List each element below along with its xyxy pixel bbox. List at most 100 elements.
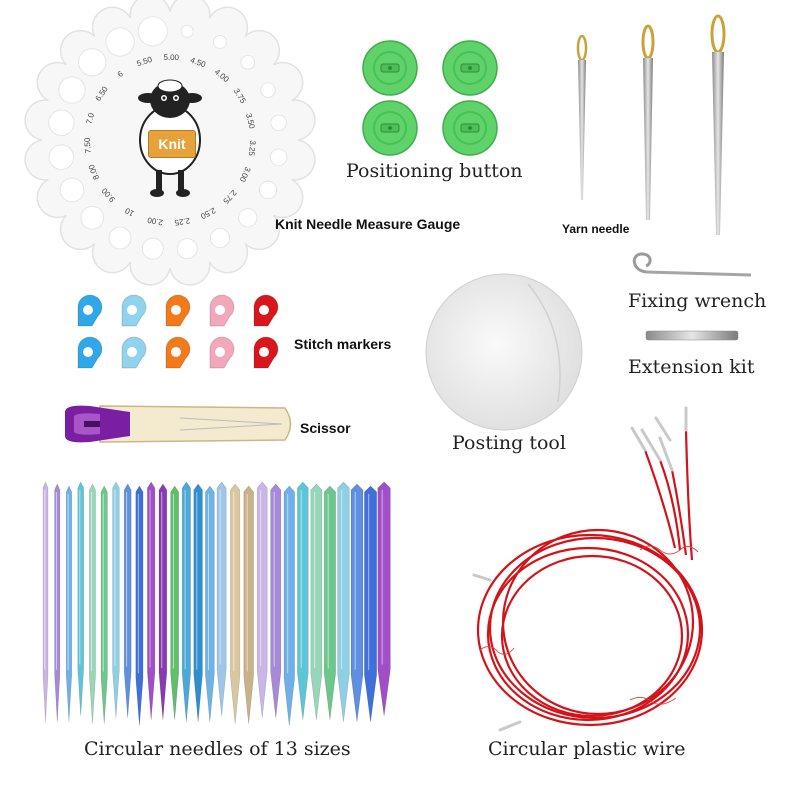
- gauge-size-label: 3.25: [247, 140, 258, 157]
- gauge-hole: [260, 82, 276, 98]
- gauge-size-label: 3.50: [244, 112, 256, 130]
- label-gauge: Knit Needle Measure Gauge: [275, 216, 461, 232]
- stitch-marker: [253, 336, 279, 369]
- stitch-marker: [121, 336, 147, 369]
- stitch-marker: [253, 294, 279, 327]
- gauge-hole: [48, 144, 75, 171]
- stitch-markers-art: [77, 294, 279, 369]
- gauge-hole: [58, 76, 86, 104]
- circular-needle: [364, 485, 377, 723]
- gauge-hole: [258, 180, 278, 200]
- circular-wire-art: [472, 406, 704, 732]
- circular-needle: [135, 485, 144, 727]
- stitch-marker: [165, 294, 191, 327]
- circular-needle: [283, 485, 295, 727]
- yarn-needle-medium: [641, 24, 655, 220]
- label-stitch-markers: Stitch markers: [294, 336, 392, 352]
- fixing-wrench: [626, 248, 756, 283]
- circular-needle: [65, 485, 73, 723]
- label-posting-tool: Posting tool: [452, 432, 566, 454]
- circular-needles: [35, 476, 391, 727]
- circular-needle: [337, 481, 350, 723]
- circular-needle: [100, 485, 108, 725]
- circular-wire: [460, 400, 730, 740]
- circular-needle: [270, 483, 282, 719]
- positioning-button: [442, 40, 498, 96]
- yarn-needle-large: [710, 14, 726, 235]
- gauge-hole: [212, 35, 227, 49]
- gauge-hole: [108, 226, 132, 250]
- stitch-marker: [209, 336, 235, 369]
- gauge-hole: [270, 114, 287, 132]
- circular-needle: [54, 483, 61, 723]
- circular-needle: [297, 481, 309, 721]
- yarn-needles: [560, 10, 740, 240]
- label-extension-kit: Extension kit: [628, 356, 755, 378]
- positioning-button: [442, 100, 498, 156]
- gauge-hole: [180, 24, 194, 38]
- positioning-button: [362, 40, 418, 96]
- label-circular-wire: Circular plastic wire: [488, 738, 686, 760]
- circular-needles-art: [42, 481, 391, 727]
- circular-needle: [112, 481, 120, 719]
- gauge-hole: [141, 237, 164, 260]
- scissor: [60, 400, 300, 450]
- circular-needle: [170, 485, 179, 721]
- circular-needle: [193, 483, 203, 723]
- circular-needle: [89, 483, 96, 725]
- stitch-marker: [121, 294, 147, 327]
- label-yarn-needle: Yarn needle: [562, 222, 630, 236]
- circular-needle: [77, 481, 84, 717]
- gauge-size-label: 2.00: [146, 215, 163, 227]
- scissor-art: [65, 405, 292, 443]
- posting-tool-art: [425, 273, 583, 431]
- label-fixing-wrench: Fixing wrench: [628, 290, 767, 312]
- yarn-needle-small: [576, 34, 588, 200]
- gauge-hole: [80, 205, 105, 230]
- gauge-hole: [48, 109, 75, 137]
- circular-needle: [147, 481, 156, 721]
- circular-needle: [42, 481, 49, 723]
- label-circular-needles: Circular needles of 13 sizes: [84, 738, 351, 760]
- gauge-hole: [209, 227, 231, 249]
- yarn-needles-art: [576, 14, 726, 235]
- positioning-button: [362, 100, 418, 156]
- fixing-wrench-art: [632, 252, 752, 277]
- stitch-marker: [77, 336, 103, 369]
- stitch-markers: [72, 290, 292, 380]
- circular-needle: [377, 481, 391, 717]
- label-scissor: Scissor: [300, 420, 351, 436]
- stitch-marker: [77, 294, 103, 327]
- gauge-hole: [78, 48, 107, 77]
- circular-needle: [256, 481, 268, 719]
- gauge-badge: Knit: [148, 130, 196, 158]
- gauge-hole: [176, 238, 198, 260]
- stitch-marker: [209, 294, 235, 327]
- positioning-buttons: [360, 40, 510, 156]
- positioning-buttons-art: [362, 40, 498, 156]
- gauge-hole: [59, 177, 85, 203]
- circular-needle: [350, 483, 364, 723]
- gauge-size-label: 5.00: [163, 53, 179, 62]
- circular-needle: [323, 485, 336, 721]
- gauge-hole: [105, 27, 135, 57]
- stitch-marker: [165, 336, 191, 369]
- gauge-hole: [240, 54, 256, 70]
- gauge-hole: [137, 16, 168, 47]
- extension-kit: [644, 328, 744, 344]
- circular-needle: [310, 483, 323, 721]
- circular-needle: [243, 485, 254, 725]
- circular-needle: [205, 485, 215, 723]
- circular-needle: [181, 481, 191, 723]
- circular-needle: [158, 483, 168, 721]
- gauge-size-label: 7.0: [85, 111, 97, 125]
- gauge-hole: [238, 208, 258, 228]
- circular-needle: [123, 483, 132, 719]
- circular-needle: [216, 481, 227, 717]
- label-positioning-button: Positioning button: [346, 160, 523, 182]
- gauge-size-label: 7.50: [83, 137, 93, 154]
- circular-needle: [230, 483, 241, 725]
- posting-tool: [418, 272, 590, 432]
- gauge-size-label: 6: [116, 69, 125, 79]
